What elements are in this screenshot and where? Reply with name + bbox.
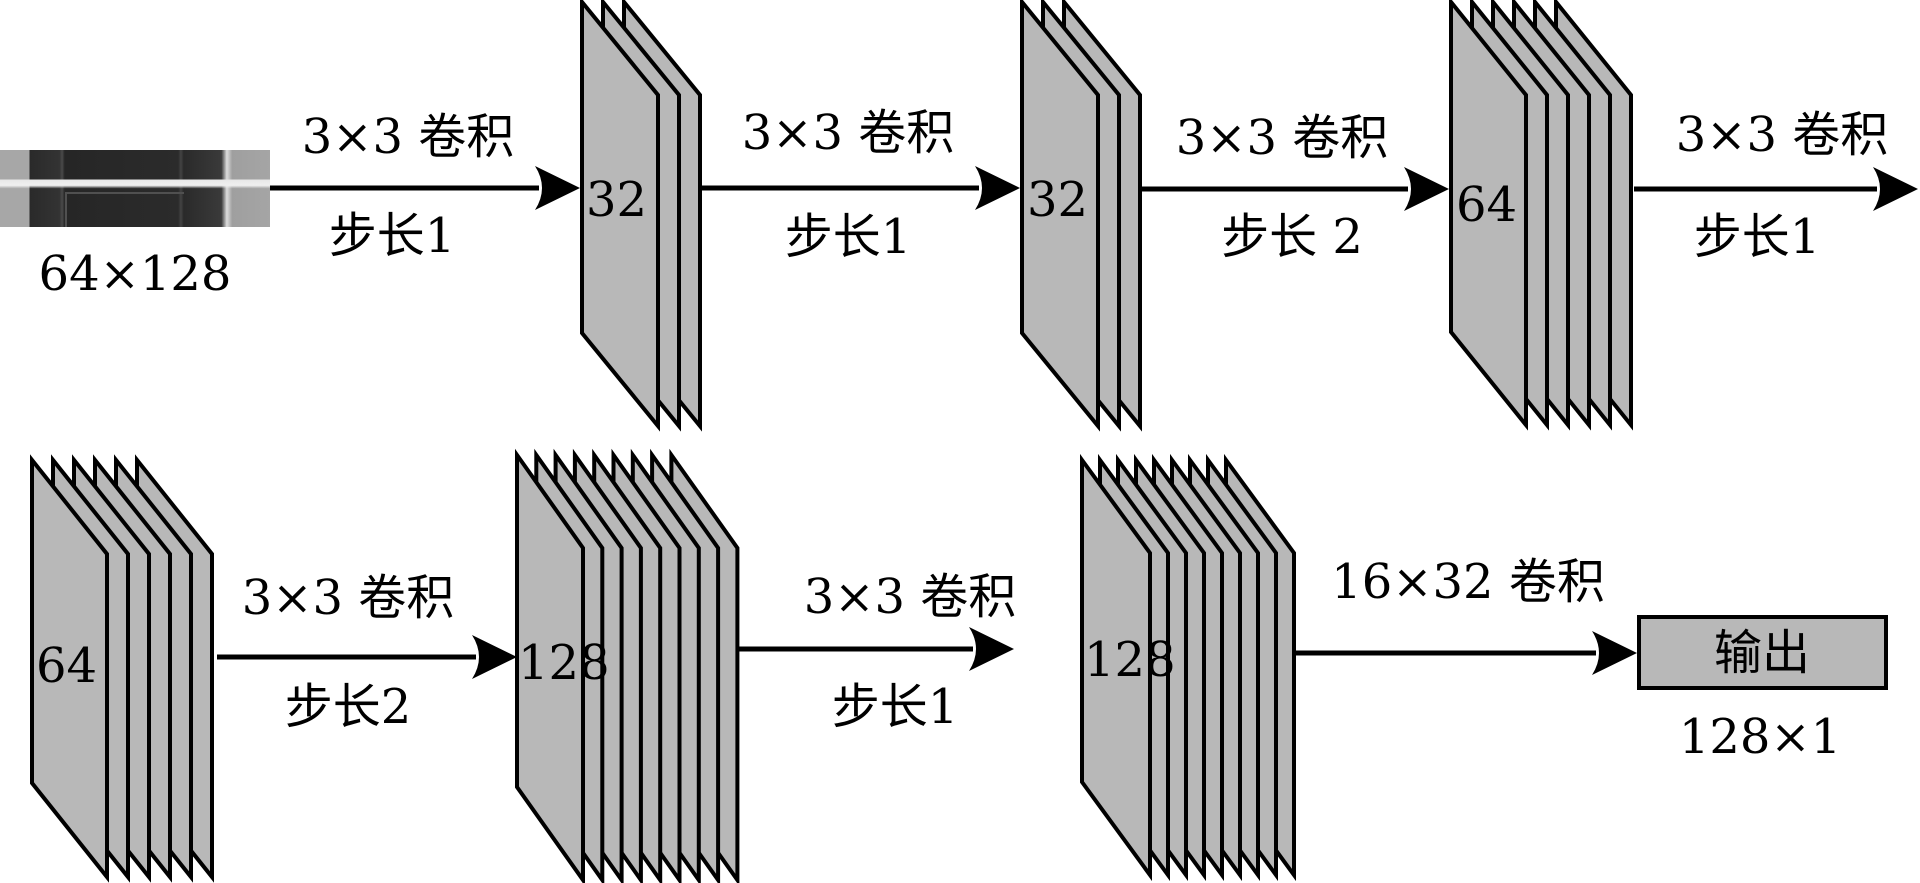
feature-map-stack-conv1: [580, 0, 702, 432]
arrow-head-icon: [472, 635, 517, 679]
feature-map-panel: [1020, 0, 1100, 432]
op-7-kernel-label: 16×32 卷积: [1331, 554, 1605, 610]
op-6-kernel-label: 3×3 卷积: [803, 569, 1017, 625]
op-4-kernel-label: 3×3 卷积: [1675, 107, 1889, 163]
feature-map-stack-conv4: [30, 454, 214, 883]
layer-3-channels-label: 64: [1456, 177, 1518, 233]
input-size-label: 64×128: [38, 246, 232, 302]
arrow-head-icon: [535, 166, 580, 210]
layer-4-channels-label: 64: [36, 638, 98, 694]
output-size-label: 128×1: [1678, 709, 1842, 765]
op-4-stride-label: 步长1: [1693, 209, 1821, 265]
op-3-stride-label: 步长 2: [1221, 209, 1363, 265]
feature-map-panel: [30, 454, 109, 883]
layer-5-channels-label: 128: [518, 635, 610, 691]
op-6-stride-label: 步长1: [831, 679, 959, 735]
feature-map-panel: [515, 448, 585, 883]
arrow-head-icon: [969, 627, 1014, 671]
op-1-kernel-label: 3×3 卷积: [301, 109, 515, 165]
op-3-kernel-label: 3×3 卷积: [1175, 110, 1389, 166]
output-box: [1637, 615, 1888, 690]
feature-map-panel: [580, 0, 660, 432]
feature-map-stack-conv5: [515, 448, 740, 883]
arrow-head-icon: [1592, 631, 1637, 675]
arrow-head-icon: [1404, 167, 1449, 211]
feature-map-stack-conv2: [1020, 0, 1142, 432]
op-2-kernel-label: 3×3 卷积: [741, 105, 955, 161]
arrow-head-icon: [975, 166, 1020, 210]
feature-map-panel: [1080, 453, 1152, 882]
input-image: [0, 150, 270, 227]
arrow-head-icon: [1873, 167, 1918, 211]
op-1-stride-label: 步长1: [328, 208, 456, 264]
feature-map-panel: [1449, 0, 1528, 431]
layer-2-channels-label: 32: [1027, 172, 1089, 228]
layer-6-channels-label: 128: [1084, 632, 1176, 688]
layer-1-channels-label: 32: [586, 172, 648, 228]
op-2-stride-label: 步长1: [784, 209, 912, 265]
op-5-kernel-label: 3×3 卷积: [241, 570, 455, 626]
feature-map-stack-conv6: [1080, 453, 1296, 882]
output-label: 输出: [1713, 625, 1811, 681]
feature-map-stack-conv3: [1449, 0, 1633, 431]
op-5-stride-label: 步长2: [284, 679, 412, 735]
